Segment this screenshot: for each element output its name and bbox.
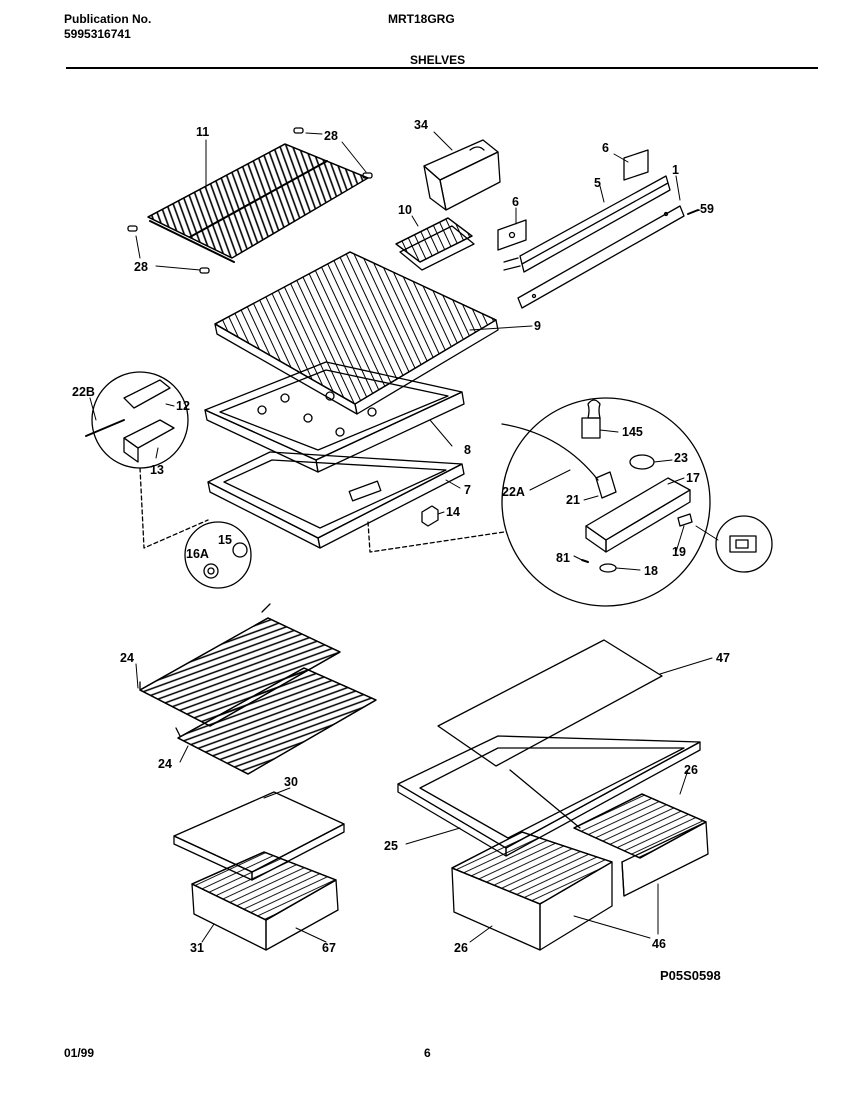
crisper-glass	[437, 639, 663, 767]
trim-strip	[517, 205, 685, 309]
callout-10: 10	[398, 203, 412, 217]
switch-detail-circle	[715, 515, 773, 573]
callout-22A: 22A	[502, 485, 525, 499]
callout-9: 9	[534, 319, 541, 333]
section-title: SHELVES	[410, 53, 466, 67]
lower-shelf-frame	[207, 451, 465, 549]
callout-7: 7	[464, 483, 471, 497]
callout-6-middle: 6	[512, 195, 519, 209]
callout-31: 31	[190, 941, 204, 955]
callout-59: 59	[700, 202, 714, 216]
callout-1: 1	[672, 163, 679, 177]
callout-28-bottom: 28	[134, 260, 148, 274]
callout-18: 18	[644, 564, 658, 578]
header-rule	[66, 67, 818, 69]
dashed-leaders	[139, 467, 505, 553]
crisper-drawer-right	[573, 793, 709, 897]
leader-lines	[89, 131, 719, 943]
callout-8: 8	[464, 443, 471, 457]
callout-19: 19	[672, 545, 686, 559]
callout-145: 145	[622, 425, 643, 439]
switch-14	[421, 505, 439, 527]
fridge-wire-shelf-upper	[139, 603, 341, 727]
callout-6-top: 6	[602, 141, 609, 155]
crisper-frame	[397, 735, 701, 857]
callout-24-bottom: 24	[158, 757, 172, 771]
bulb-detail-circle	[184, 521, 252, 589]
drawing-reference: P05S0598	[660, 968, 721, 983]
callout-30: 30	[284, 775, 298, 789]
callout-34: 34	[414, 118, 428, 132]
callout-67: 67	[322, 941, 336, 955]
callout-21: 21	[566, 493, 580, 507]
callout-13: 13	[150, 463, 164, 477]
detail-circle-left	[85, 371, 189, 469]
callout-25: 25	[384, 839, 398, 853]
publication-label: Publication No.	[64, 12, 152, 26]
mounting-bracket	[497, 149, 649, 251]
meat-pan	[191, 851, 339, 951]
callout-12: 12	[176, 399, 190, 413]
ice-bin	[423, 139, 501, 211]
control-detail-circle	[501, 397, 711, 607]
shelf-frame	[204, 361, 465, 473]
shelf-support-pegs	[127, 127, 373, 274]
crisper-drawer-left	[451, 831, 613, 951]
callout-labels: 11 28 28 34 6 6 1 5 59 10 9 22B 12 13 8 …	[72, 118, 730, 983]
callout-17: 17	[686, 471, 700, 485]
callout-22B: 22B	[72, 385, 95, 399]
shelf-channel	[503, 175, 671, 273]
callout-16A: 16A	[186, 547, 209, 561]
callout-11: 11	[196, 125, 209, 139]
callout-81: 81	[556, 551, 570, 565]
ice-cube-trays	[395, 217, 475, 271]
callout-28-top: 28	[324, 129, 338, 143]
callout-46: 46	[652, 937, 666, 951]
callout-5: 5	[594, 176, 601, 190]
callout-47: 47	[716, 651, 730, 665]
callout-14: 14	[446, 505, 460, 519]
callout-23: 23	[674, 451, 688, 465]
model-number: MRT18GRG	[388, 12, 455, 26]
callout-26-left: 26	[454, 941, 468, 955]
callout-15: 15	[218, 533, 232, 547]
footer-date: 01/99	[64, 1046, 95, 1060]
fridge-wire-shelf-lower	[175, 667, 377, 775]
freezer-wire-shelf	[147, 143, 369, 263]
publication-number: 5995316741	[64, 27, 131, 41]
callout-24-top: 24	[120, 651, 134, 665]
page-number: 6	[424, 1046, 431, 1060]
callout-26-right: 26	[684, 763, 698, 777]
